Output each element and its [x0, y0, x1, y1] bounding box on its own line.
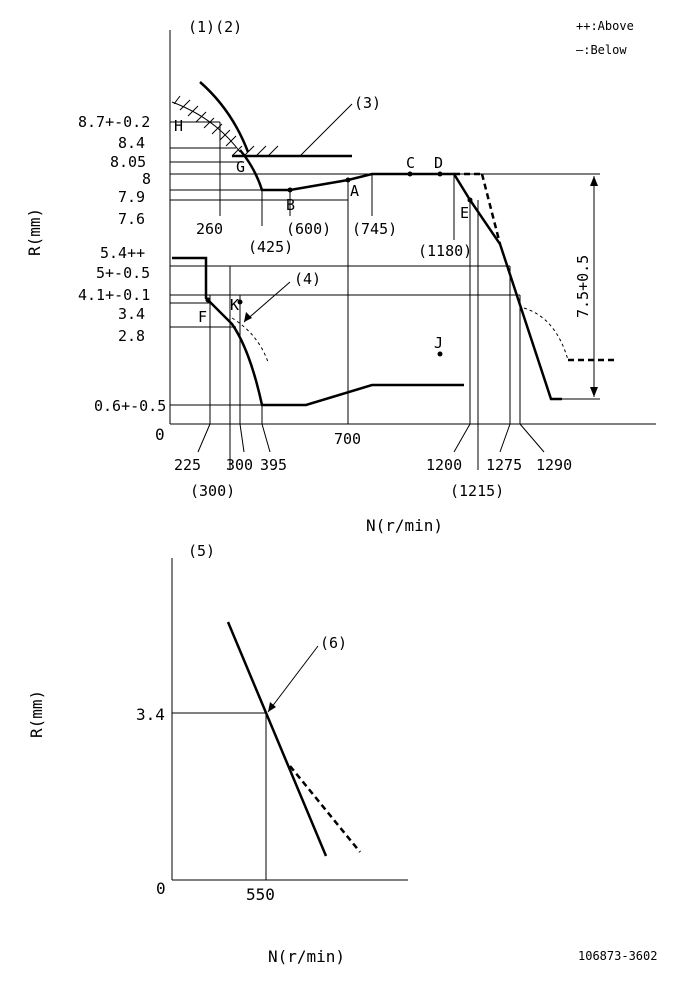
- bottom-y-label-3-4: 3.4: [136, 705, 165, 724]
- legend-below: —:Below: [576, 43, 627, 57]
- point-C: C: [406, 154, 415, 172]
- x-label-1275: 1275: [486, 456, 522, 474]
- x-label-745: (745): [352, 220, 397, 238]
- legend-above: ++:Above: [576, 19, 634, 33]
- x-label-395: 395: [260, 456, 287, 474]
- x-label-1180: (1180): [418, 242, 472, 260]
- y-label-2-8: 2.8: [118, 327, 145, 345]
- full-load-curve: [239, 149, 562, 401]
- top-origin: 0: [155, 425, 165, 444]
- y-label-8-7: 8.7+-0.2: [78, 113, 150, 131]
- high-idle-dotted: [523, 307, 569, 361]
- point-J: J: [434, 334, 443, 352]
- bottom-y-axis-label: R(mm): [27, 690, 46, 738]
- bottom-chart: (5) 3.4 0 550 (6) R(mm) N(r/min): [27, 542, 408, 966]
- bottom-x-axis-label: N(r/min): [268, 947, 345, 966]
- callout-3: (3): [354, 94, 381, 112]
- point-E: E: [460, 204, 469, 222]
- y-label-5-4: 5.4++: [100, 244, 145, 262]
- point-A: A: [350, 182, 359, 200]
- x-label-700: 700: [334, 430, 361, 448]
- idle-dotted: [231, 317, 269, 363]
- bottom-origin: 0: [156, 879, 166, 898]
- callout-6: (6): [320, 634, 347, 652]
- stop-bar: [231, 145, 352, 158]
- point-G: G: [236, 158, 245, 176]
- top-chart: 8.7+-0.2 8.4 8.05 8 7.9 7.6 5.4++ 5+-0.5…: [25, 30, 656, 535]
- point-B: B: [286, 196, 295, 214]
- callout-4: (4): [294, 270, 321, 288]
- callout-6-leader: [267, 645, 319, 713]
- x-label-225: 225: [174, 456, 201, 474]
- point-D: D: [434, 154, 443, 172]
- y-label-4-1: 4.1+-0.1: [78, 286, 150, 304]
- y-label-8-05: 8.05: [110, 153, 146, 171]
- header-refs: (1)(2): [188, 18, 242, 36]
- point-K: K: [230, 296, 239, 314]
- x-label-425: (425): [248, 238, 293, 256]
- x-label-1290: 1290: [536, 456, 572, 474]
- bottom-x-label-550: 550: [246, 885, 275, 904]
- point-F: F: [198, 308, 207, 326]
- x-label-300: 300: [226, 456, 253, 474]
- top-y-axis-label: R(mm): [25, 208, 44, 256]
- doc-id: 106873-3602: [578, 949, 657, 963]
- x-label-260: 260: [196, 220, 223, 238]
- bottom-dashed-line: [289, 765, 361, 853]
- x-label-1215-paren: (1215): [450, 482, 504, 500]
- y-label-3-4: 3.4: [118, 305, 145, 323]
- bottom-main-line: [226, 621, 328, 857]
- x-label-300-paren: (300): [190, 482, 235, 500]
- y-label-7-9: 7.9: [118, 188, 145, 206]
- hatched-limit-curve: [171, 81, 250, 153]
- y-label-8: 8: [142, 170, 151, 188]
- top-x-axis-label: N(r/min): [366, 516, 443, 535]
- bottom-ref: (5): [188, 542, 215, 560]
- droop-dashed: [480, 173, 502, 245]
- x-label-1200: 1200: [426, 456, 462, 474]
- y-label-7-6: 7.6: [118, 210, 145, 228]
- x-label-600: (600): [286, 220, 331, 238]
- point-H: H: [174, 117, 183, 135]
- y-label-5: 5+-0.5: [96, 264, 150, 282]
- y-label-0-6: 0.6+-0.5: [94, 397, 166, 415]
- y-label-8-4: 8.4: [118, 134, 145, 152]
- span-label: 7.5+0.5: [574, 255, 592, 318]
